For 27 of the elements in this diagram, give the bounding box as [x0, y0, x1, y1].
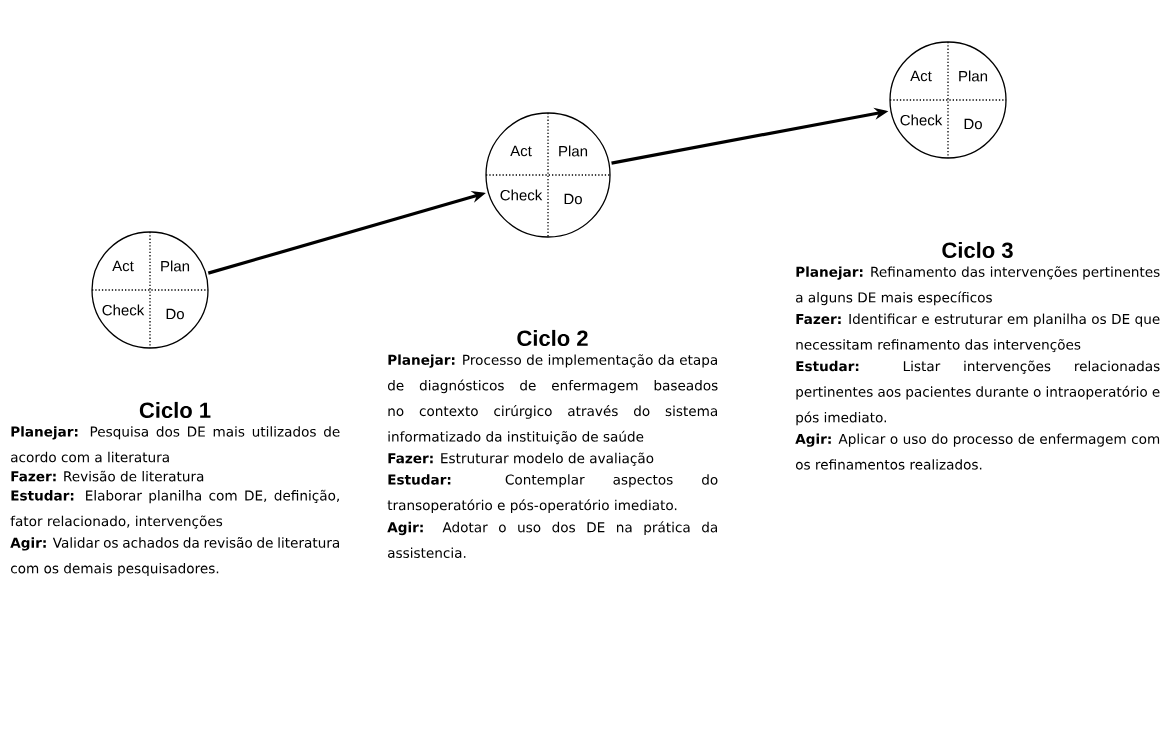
cycle-heading: Ciclo 3: [942, 241, 1013, 259]
step-paragraph: Agir: Aplicar o uso do processo de enfermagem com os refinamentos realizados.: [795, 433, 1160, 470]
quadrant-label: Act: [510, 145, 532, 157]
step-paragraph: Fazer: Estruturar modelo de avaliação: [388, 452, 654, 466]
quadrant-label: Do: [166, 308, 184, 320]
cycle-heading: Ciclo 1: [139, 401, 211, 419]
quadrant-label: Check: [102, 304, 145, 316]
quadrant-label: Do: [964, 118, 982, 130]
step-paragraph: Agir: Adotar o uso dos DE na prática da assistencia.: [387, 521, 717, 558]
quadrant-label: Plan: [161, 260, 190, 272]
step-paragraph: Fazer: Identificar e estruturar em planilha os DE que necessitam refinamento das intervenções: [796, 313, 1160, 353]
cycle-heading: Ciclo 2: [517, 329, 588, 347]
quadrant-label: Plan: [959, 70, 988, 82]
step-paragraph: Estudar: Contemplar aspectos do transoperatório e pós-operatório imediato.: [387, 474, 718, 513]
quadrant-label: Act: [112, 260, 134, 272]
step-paragraph: Planejar: Pesquisa dos DE mais utilizados de acordo com a literatura: [11, 426, 340, 463]
step-paragraph: Planejar: Refinamento das intervenções pertinentes a alguns DE mais específicos: [796, 266, 1160, 306]
quadrant-label: Do: [564, 193, 582, 205]
quadrant-label: Plan: [559, 145, 588, 157]
step-paragraph: Fazer: Revisão de literatura: [11, 470, 204, 482]
step-paragraph: Estudar: Elaborar planilha com DE, definição, fator relacionado, intervenções: [10, 489, 339, 529]
quadrant-label: Check: [500, 189, 543, 201]
quadrant-label: Check: [900, 114, 943, 126]
quadrant-label: Act: [910, 70, 932, 82]
step-paragraph: Agir: Validar os achados da revisão de literatura com os demais pesquisadores.: [10, 537, 339, 577]
step-paragraph: Planejar: Processo de implementação da etapa de diagnósticos de enfermagem baseados no contexto cirúrgico através do sistema informatizado da instituição de saúde: [387, 354, 718, 445]
step-paragraph: Estudar: Listar intervenções relacionadas pertinentes aos pacientes durante o intraoperatório e pós imediato.: [796, 360, 1160, 426]
